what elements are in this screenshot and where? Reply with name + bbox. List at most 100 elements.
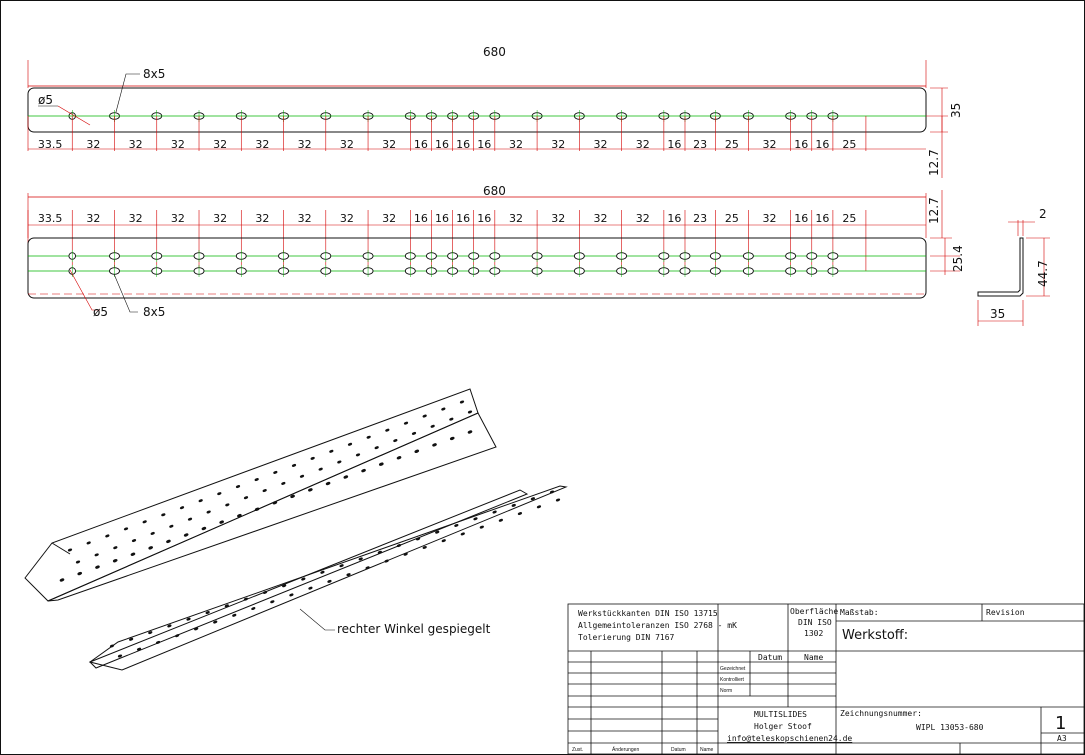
front-segment-label: 32 <box>763 212 777 225</box>
iso-upper-top2-hole <box>150 531 155 535</box>
iso-upper-top2-hole <box>169 524 174 528</box>
iso-lower-top-hole <box>205 611 210 614</box>
iso-upper-side-hole <box>325 481 331 486</box>
front-segment-label: 16 <box>794 212 808 225</box>
iso-upper-side-hole <box>272 501 278 505</box>
iso-lower-top2-hole <box>384 559 389 563</box>
top-segment-label: 16 <box>435 138 449 151</box>
iso-upper-top2-hole <box>318 467 323 471</box>
iso-lower-top2-hole <box>403 552 408 556</box>
iso-upper-side-hole <box>219 520 224 524</box>
sheet-no: 1 <box>1055 713 1066 734</box>
iso-upper-top2-hole <box>243 496 249 500</box>
footer-date: Datum <box>671 747 686 753</box>
iso-lower-top2-hole <box>346 573 351 577</box>
surface-std: DIN ISO <box>798 618 832 627</box>
iso-upper-top2-hole <box>206 510 211 514</box>
iso-lower-top2-hole <box>498 518 503 522</box>
iso-upper-side-hole <box>112 559 118 563</box>
iso-upper-side-hole <box>449 436 455 441</box>
top-segment-label: 32 <box>129 138 143 151</box>
iso-upper-top-hole <box>123 527 129 531</box>
front-segment-label: 32 <box>86 212 100 225</box>
row-norm: Norm <box>720 688 732 694</box>
profile-thickness: 2 <box>1039 207 1047 221</box>
iso-lower-top2-hole <box>327 579 332 583</box>
offset-front: 12.7 <box>927 197 941 224</box>
isometric-view <box>24 388 568 671</box>
iso-upper-top-hole <box>385 428 390 432</box>
iso-upper-top-hole <box>422 414 427 418</box>
iso-lower-top-hole <box>224 604 229 608</box>
row-checked: Kontrolliert <box>720 677 745 683</box>
iso-upper-top-hole <box>310 456 315 460</box>
top-segment-label: 32 <box>171 138 185 151</box>
iso-lower-top-hole <box>435 530 440 534</box>
front-segment-label: 23 <box>693 212 707 225</box>
front-segment-label: 32 <box>213 212 227 225</box>
iso-upper-side-hole <box>432 443 437 447</box>
iso-lower-top2-hole <box>213 620 218 624</box>
iso-upper-side-hole <box>77 571 83 576</box>
iso-upper-top-hole <box>273 471 278 474</box>
front-segment-label: 32 <box>509 212 523 225</box>
top-segment-label: 25 <box>842 138 856 151</box>
material-label: Werkstoff: <box>842 628 908 643</box>
top-segment-label: 16 <box>477 138 491 151</box>
std-2: Allgemeintoleranzen ISO 2768 - mK <box>578 621 737 630</box>
slot-label-top: 8x5 <box>143 67 165 81</box>
iso-upper-top2-hole <box>225 503 230 507</box>
iso-lower-top2-hole <box>270 600 275 604</box>
top-segment-label: 32 <box>763 138 777 151</box>
iso-lower-top2-hole <box>460 532 465 536</box>
front-segment-label: 32 <box>255 212 269 225</box>
iso-lower-top2-hole <box>555 498 561 502</box>
iso-upper-side-hole <box>290 494 295 499</box>
iso-upper-top-hole <box>217 492 222 496</box>
top-segment-label: 32 <box>340 138 354 151</box>
iso-upper-top2-hole <box>75 560 81 564</box>
top-segment-label: 32 <box>298 138 312 151</box>
iso-upper-side-hole <box>59 578 65 582</box>
top-segment-label: 32 <box>213 138 227 151</box>
email-link[interactable]: info@teleskopschienen24.de <box>727 734 852 743</box>
iso-lower-top2-hole <box>536 505 542 509</box>
height-35-top: 35 <box>949 103 963 118</box>
front-segment-label: 16 <box>456 212 470 225</box>
front-segment-label: 32 <box>551 212 565 225</box>
front-segment-label: 16 <box>477 212 491 225</box>
iso-upper-top-hole <box>105 534 110 538</box>
iso-upper-side-hole <box>237 513 242 518</box>
iso-lower-top-hole <box>129 637 134 641</box>
iso-upper-top-hole <box>366 435 371 439</box>
iso-lower-top-hole <box>282 584 287 588</box>
hole-spacing-front: 25.4 <box>951 245 965 272</box>
iso-lower-top-hole <box>339 564 344 568</box>
iso-lower-top2-hole <box>175 634 180 638</box>
iso-lower-top2-hole <box>136 647 142 651</box>
iso-upper-top2-hole <box>449 417 454 421</box>
top-segment-label: 16 <box>667 138 681 151</box>
iso-lower-top-hole <box>148 631 153 635</box>
front-segment-label: 32 <box>593 212 607 225</box>
iso-upper-side-hole <box>396 456 402 460</box>
top-segment-label: 32 <box>593 138 607 151</box>
format: A3 <box>1057 734 1067 743</box>
iso-upper-top2-hole <box>393 439 398 443</box>
iso-upper-top2-hole <box>131 539 137 543</box>
front-segment-label: 32 <box>340 212 354 225</box>
iso-lower-top-hole <box>473 517 478 521</box>
iso-upper-top2-hole <box>113 546 118 550</box>
surface-label: Oberfläche <box>790 607 838 616</box>
iso-upper-side-hole <box>148 546 153 550</box>
top-segment-label: 16 <box>794 138 808 151</box>
iso-lower-top2-hole <box>251 607 256 610</box>
iso-lower-top-hole <box>186 617 191 621</box>
slot-label-front: 8x5 <box>143 305 165 319</box>
surface-num: 1302 <box>804 629 823 638</box>
iso-upper-side-hole <box>343 475 349 479</box>
iso-upper-side-hole <box>201 526 207 531</box>
top-segment-label: 32 <box>382 138 396 151</box>
